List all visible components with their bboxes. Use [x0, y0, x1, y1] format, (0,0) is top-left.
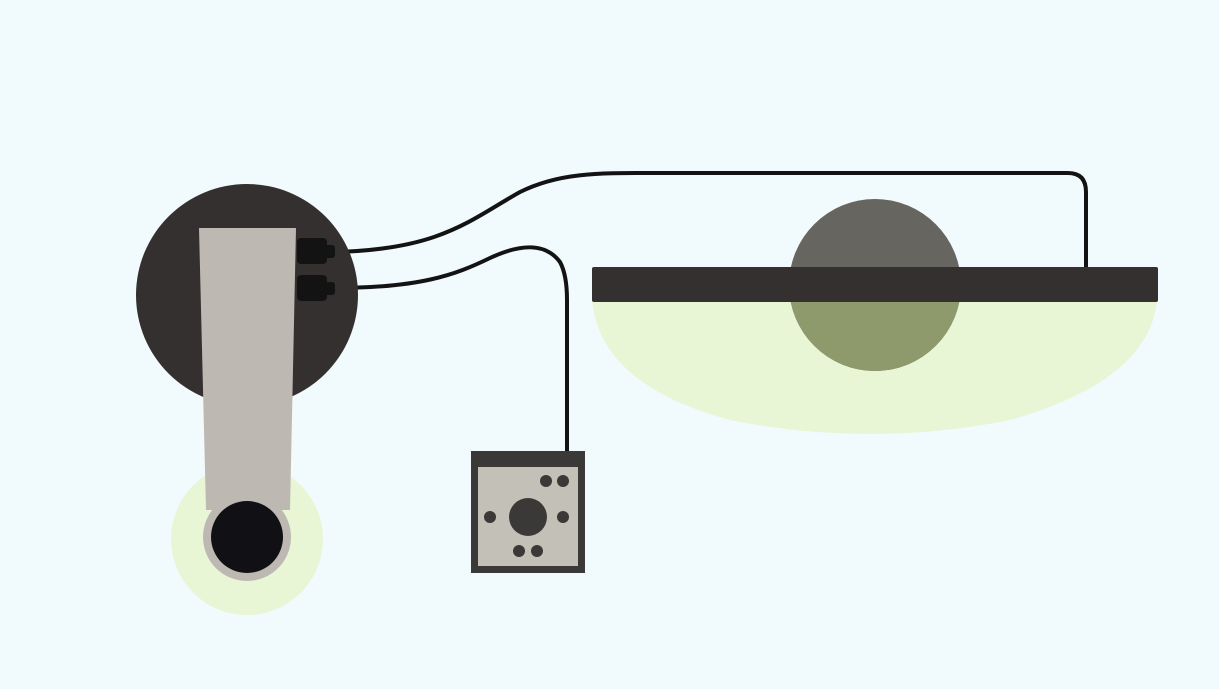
top-cable	[331, 170, 1088, 270]
connector-bottom	[297, 275, 327, 301]
light-dome-lit	[789, 300, 961, 371]
panel-dot-bottom-1	[513, 545, 525, 557]
panel-dot-top-1	[540, 475, 552, 487]
connector-bottom-plug	[325, 282, 335, 295]
lamp-arm	[199, 228, 296, 510]
lamp-lens	[211, 501, 283, 573]
light-bar	[592, 267, 1158, 302]
panel-dot-bottom-2	[531, 545, 543, 557]
ceiling-light	[592, 199, 1158, 434]
connector-top	[297, 238, 327, 264]
panel-center-button	[509, 498, 547, 536]
panel-dot-right	[557, 511, 569, 523]
panel-dot-left	[484, 511, 496, 523]
connector-top-plug	[325, 245, 335, 258]
pendulum-lamp	[136, 184, 358, 615]
control-panel	[471, 451, 585, 573]
bottom-cable	[331, 245, 569, 454]
panel-dot-top-2	[557, 475, 569, 487]
